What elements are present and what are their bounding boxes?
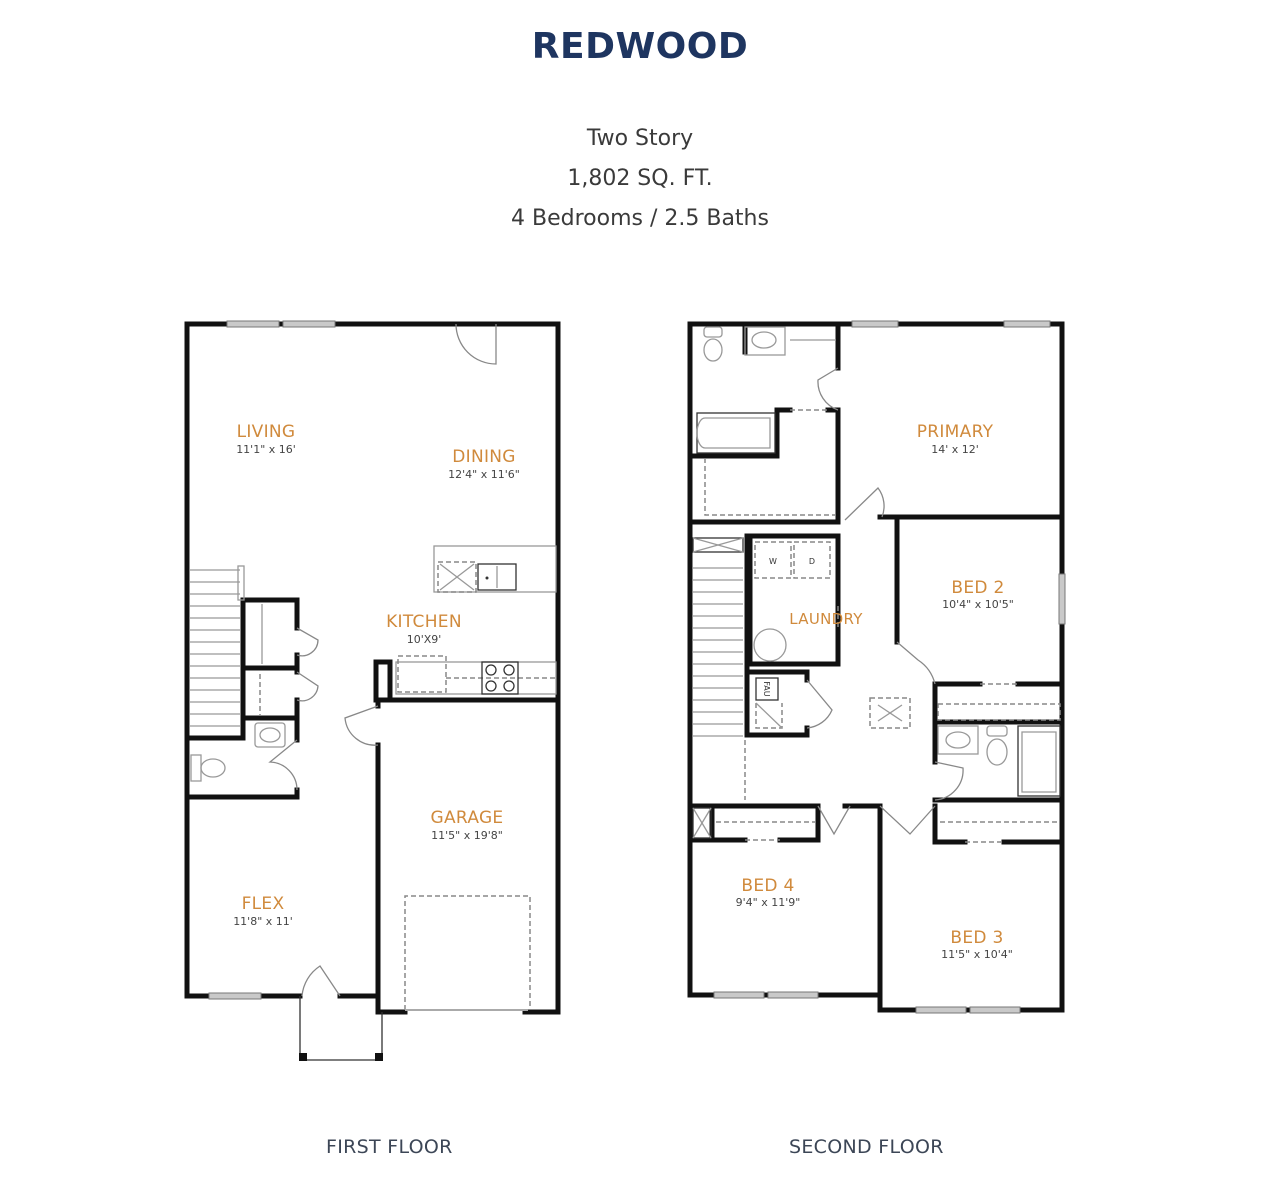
dryer-label: D bbox=[809, 557, 815, 566]
room-primary-dims: 14' x 12' bbox=[931, 443, 979, 456]
room-kitchen-label: KITCHEN bbox=[386, 612, 462, 632]
room-laundry-label: LAUNDRY bbox=[789, 610, 863, 628]
room-bed3-dims: 11'5" x 10'4" bbox=[941, 948, 1013, 961]
first-floor-caption: FIRST FLOOR bbox=[326, 1136, 453, 1158]
furnace-label: FAU bbox=[762, 681, 771, 696]
first-floor-plan: LIVING 11'1" x 16' DINING 12'4" x 11'6" … bbox=[184, 320, 561, 1061]
room-kitchen-dims: 10'X9' bbox=[407, 633, 442, 646]
room-flex-dims: 11'8" x 11' bbox=[233, 915, 293, 928]
second-floor-plan: W D FAU PRIMARY 14' bbox=[687, 320, 1066, 1014]
room-living-dims: 11'1" x 16' bbox=[236, 443, 296, 456]
room-primary-label: PRIMARY bbox=[917, 422, 994, 442]
room-bed2-label: BED 2 bbox=[951, 578, 1004, 598]
second-floor-caption: SECOND FLOOR bbox=[789, 1136, 944, 1158]
plan-area: 1,802 SQ. FT. bbox=[567, 166, 713, 191]
plan-style: Two Story bbox=[586, 126, 694, 151]
room-dining-dims: 12'4" x 11'6" bbox=[448, 468, 520, 481]
room-bed4-dims: 9'4" x 11'9" bbox=[736, 896, 801, 909]
room-garage-label: GARAGE bbox=[431, 808, 504, 828]
room-bed2-dims: 10'4" x 10'5" bbox=[942, 598, 1014, 611]
room-bed4-label: BED 4 bbox=[741, 876, 794, 896]
room-dining-label: DINING bbox=[452, 447, 516, 467]
plan-title: REDWOOD bbox=[531, 26, 749, 67]
room-living-label: LIVING bbox=[237, 422, 296, 442]
plan-beds-baths: 4 Bedrooms / 2.5 Baths bbox=[511, 206, 769, 231]
room-flex-label: FLEX bbox=[242, 894, 285, 914]
washer-label: W bbox=[769, 557, 777, 566]
room-garage-dims: 11'5" x 19'8" bbox=[431, 829, 503, 842]
room-bed3-label: BED 3 bbox=[950, 928, 1003, 948]
